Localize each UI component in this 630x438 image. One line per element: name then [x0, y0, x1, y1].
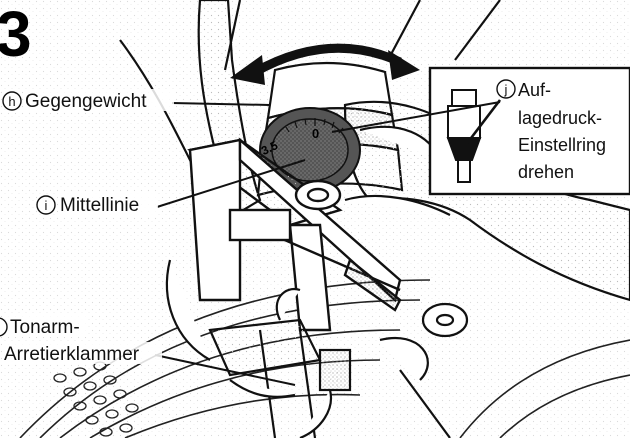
rotation-arrow	[230, 43, 420, 85]
dial-mark-zero: 0	[312, 126, 319, 141]
tonearm-frame	[187, 137, 402, 332]
inset-box	[428, 66, 630, 196]
label-j-line1: Auf-	[518, 80, 551, 100]
label-k-line1: Tonarm-	[10, 317, 80, 338]
label-j-letter: j	[504, 82, 508, 97]
leader-lines	[154, 101, 501, 386]
step-number: 3	[0, 0, 32, 70]
label-h-letter: h	[8, 94, 15, 109]
label-pressure-ring: j Auf- lagedruck- Einstellring drehen	[496, 79, 606, 182]
label-i-letter: i	[45, 198, 48, 213]
pressure-ring-icon	[446, 89, 502, 183]
label-j-line4: drehen	[518, 162, 574, 182]
finger-lines	[223, 0, 501, 71]
label-center-line: i Mittellinie	[36, 193, 158, 216]
arm-lock-mechanism	[165, 259, 469, 438]
label-counterweight: h Gegengewicht	[2, 89, 174, 112]
hole-pattern	[53, 361, 139, 437]
label-j-line3: Einstellring	[518, 135, 606, 155]
label-arm-clamp: Tonarm- Arretierklammer	[0, 315, 162, 365]
label-h-text: Gegengewicht	[25, 91, 147, 112]
label-k-line2: Arretierklammer	[4, 344, 140, 365]
label-i-text: Mittellinie	[60, 195, 139, 216]
label-j-line2: lagedruck-	[518, 108, 602, 128]
dial-mark-35: 3.5	[259, 138, 280, 158]
